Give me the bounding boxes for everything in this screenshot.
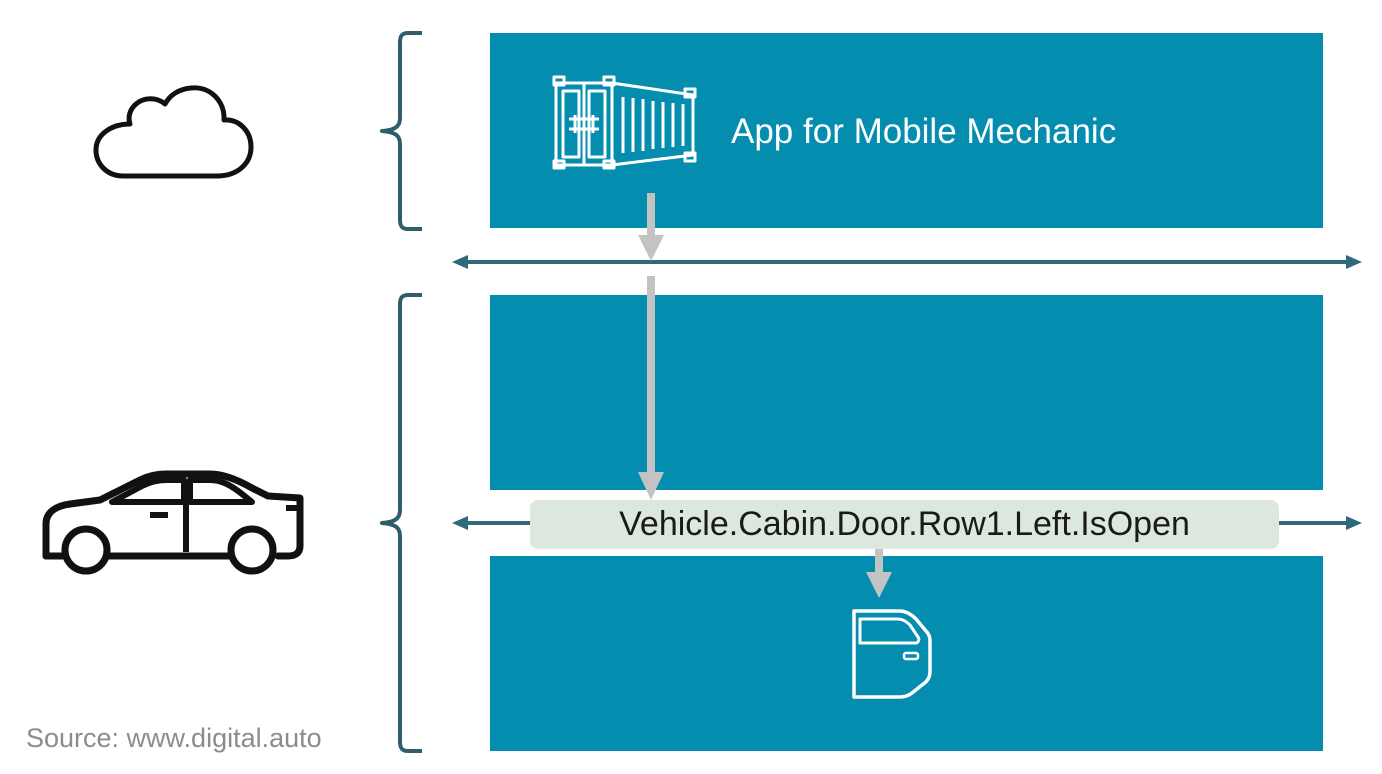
cloud-vehicle-bus-arrow (452, 255, 1362, 269)
vehicle-layer-bracket (380, 293, 422, 753)
app-label: App for Mobile Mechanic (731, 112, 1117, 151)
app-to-bus-arrow (638, 193, 664, 261)
cloud-app-block (490, 33, 1323, 228)
cloud-icon (93, 85, 254, 179)
signal-label: Vehicle.Cabin.Door.Row1.Left.IsOpen (530, 500, 1279, 549)
car-icon (42, 470, 304, 575)
car-door-icon (852, 609, 932, 699)
bus-to-signal-arrow (638, 276, 664, 500)
container-icon (552, 75, 697, 170)
signal-to-door-arrow (866, 548, 892, 598)
source-caption: Source: www.digital.auto (26, 723, 322, 753)
vehicle-app-block (490, 295, 1323, 490)
cloud-layer-bracket (380, 31, 422, 231)
